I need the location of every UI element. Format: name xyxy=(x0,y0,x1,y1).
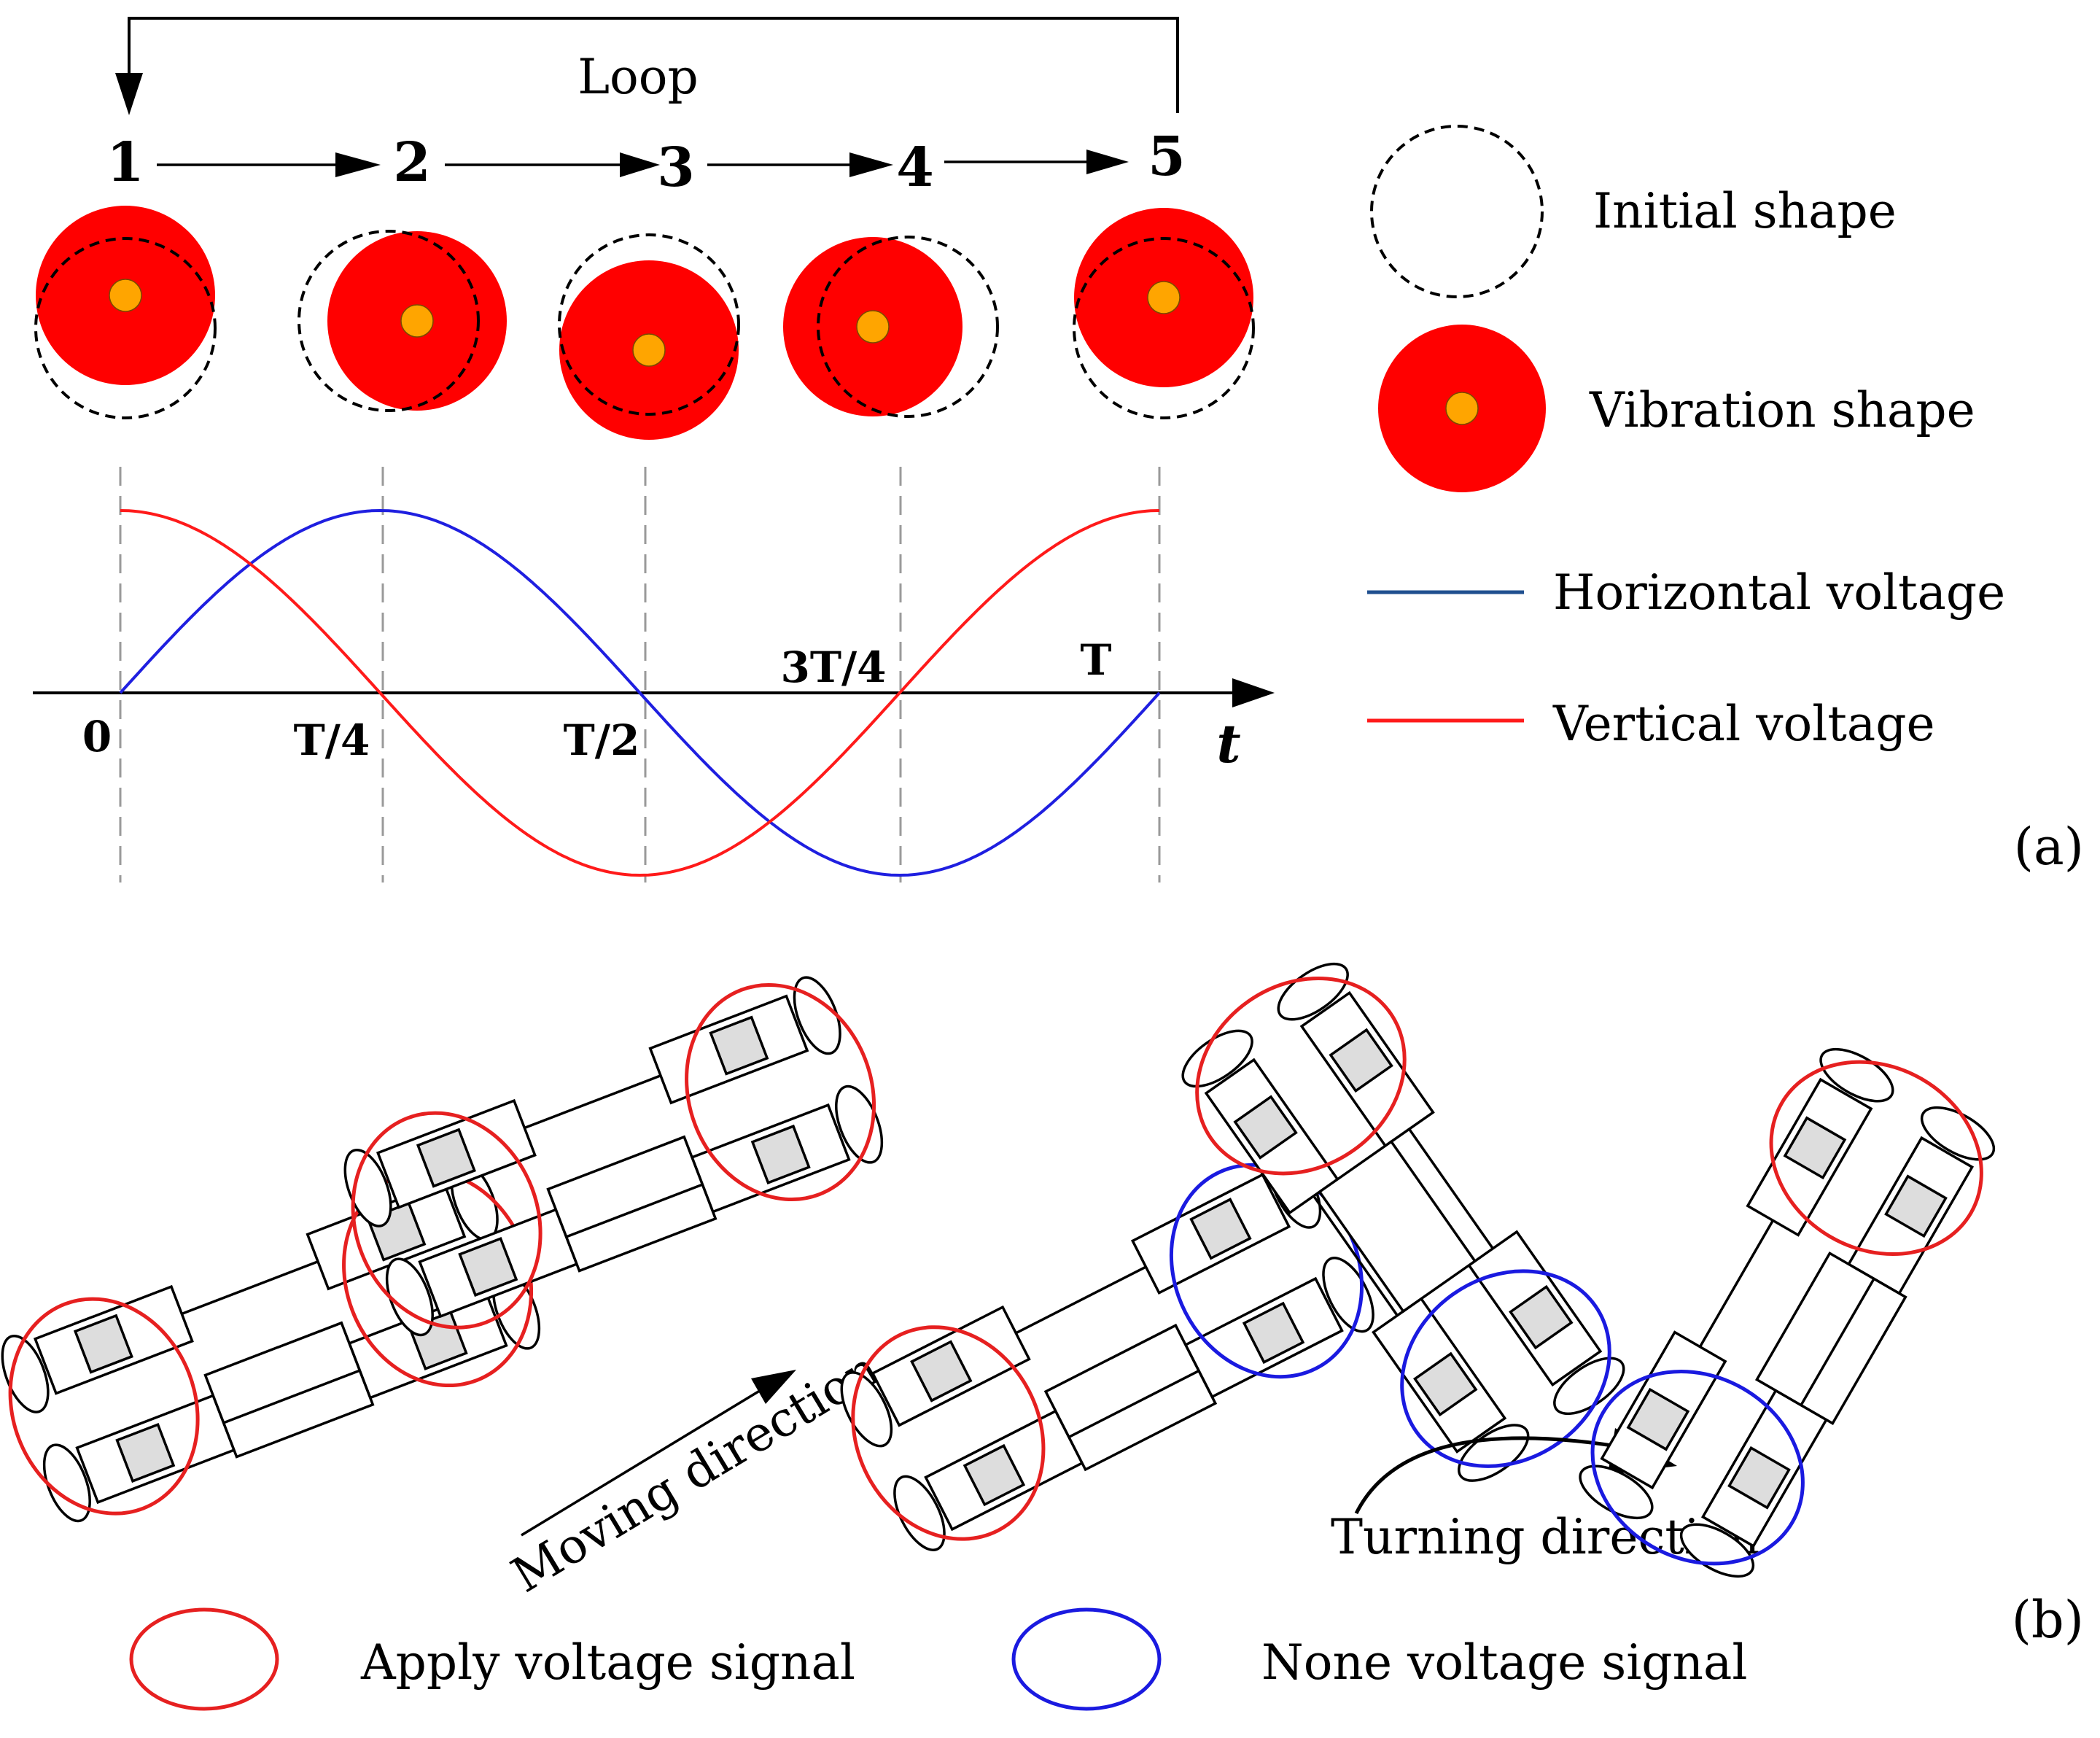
panel-a: Loop 1 2 3 4 5 xyxy=(33,17,2084,882)
step-3: 3 xyxy=(657,136,695,199)
robot-icon xyxy=(1,1162,541,1523)
shape-step-3 xyxy=(558,233,740,440)
step-1: 1 xyxy=(106,131,144,194)
step-5: 5 xyxy=(1148,125,1186,188)
legend-apply-voltage: Apply voltage signal xyxy=(360,1634,855,1691)
tick-t: T xyxy=(1080,635,1111,685)
shape-step-5 xyxy=(1073,208,1255,419)
axis-variable: t xyxy=(1216,713,1240,775)
robot-icon xyxy=(840,1152,1374,1551)
moving-direction-label: Moving direction xyxy=(502,1341,889,1604)
tick-t4: T/4 xyxy=(294,715,370,765)
none-voltage-swatch xyxy=(1011,1607,1162,1711)
legend-vibration-shape: Vibration shape xyxy=(1589,382,1975,438)
legend-a: Initial shape Vibration shape Horizontal… xyxy=(1367,125,2005,752)
legend-vertical-voltage: Vertical voltage xyxy=(1552,696,1935,752)
legend-horizontal-voltage: Horizontal voltage xyxy=(1553,565,2005,621)
arrow-right-icon xyxy=(445,152,660,177)
tick-0: 0 xyxy=(82,712,112,761)
arrow-right-icon xyxy=(157,152,381,177)
horizontal-voltage-curve xyxy=(119,508,1161,877)
vibration-shapes xyxy=(34,206,1255,440)
time-axis: 0 T/4 T/2 3T/4 T t xyxy=(33,635,1275,775)
robot-icon xyxy=(1579,1047,1996,1578)
time-guides xyxy=(119,467,1161,882)
vibration-shape-swatch xyxy=(1378,325,1546,492)
apply-voltage-swatch xyxy=(129,1607,279,1711)
panel-a-label: (a) xyxy=(2014,817,2084,877)
loop-arrow: Loop xyxy=(115,17,1179,115)
loop-label: Loop xyxy=(578,49,699,105)
step-2: 2 xyxy=(393,131,431,194)
arrow-right-icon xyxy=(944,150,1129,174)
legend-none-voltage: None voltage signal xyxy=(1261,1634,1748,1691)
vertical-voltage-curve xyxy=(120,509,1160,877)
tick-3t4: 3T/4 xyxy=(780,643,886,692)
initial-shape-swatch xyxy=(1370,125,1544,298)
shape-step-1 xyxy=(34,206,217,419)
robot-icon xyxy=(343,976,884,1337)
panel-b: Moving direction xyxy=(1,962,2084,1711)
arrow-right-icon xyxy=(707,152,893,177)
tick-t2: T/2 xyxy=(564,715,640,765)
panel-b-label: (b) xyxy=(2012,1590,2084,1650)
shape-step-2 xyxy=(298,230,507,412)
shape-step-4 xyxy=(783,236,999,418)
robot-icon xyxy=(1181,962,1625,1482)
moving-direction: Moving direction xyxy=(502,1341,889,1604)
step-sequence: 1 2 3 4 5 xyxy=(106,125,1186,199)
step-4: 4 xyxy=(896,136,934,199)
legend-b: Apply voltage signal None voltage signal xyxy=(129,1607,1748,1711)
legend-initial-shape: Initial shape xyxy=(1593,183,1897,239)
